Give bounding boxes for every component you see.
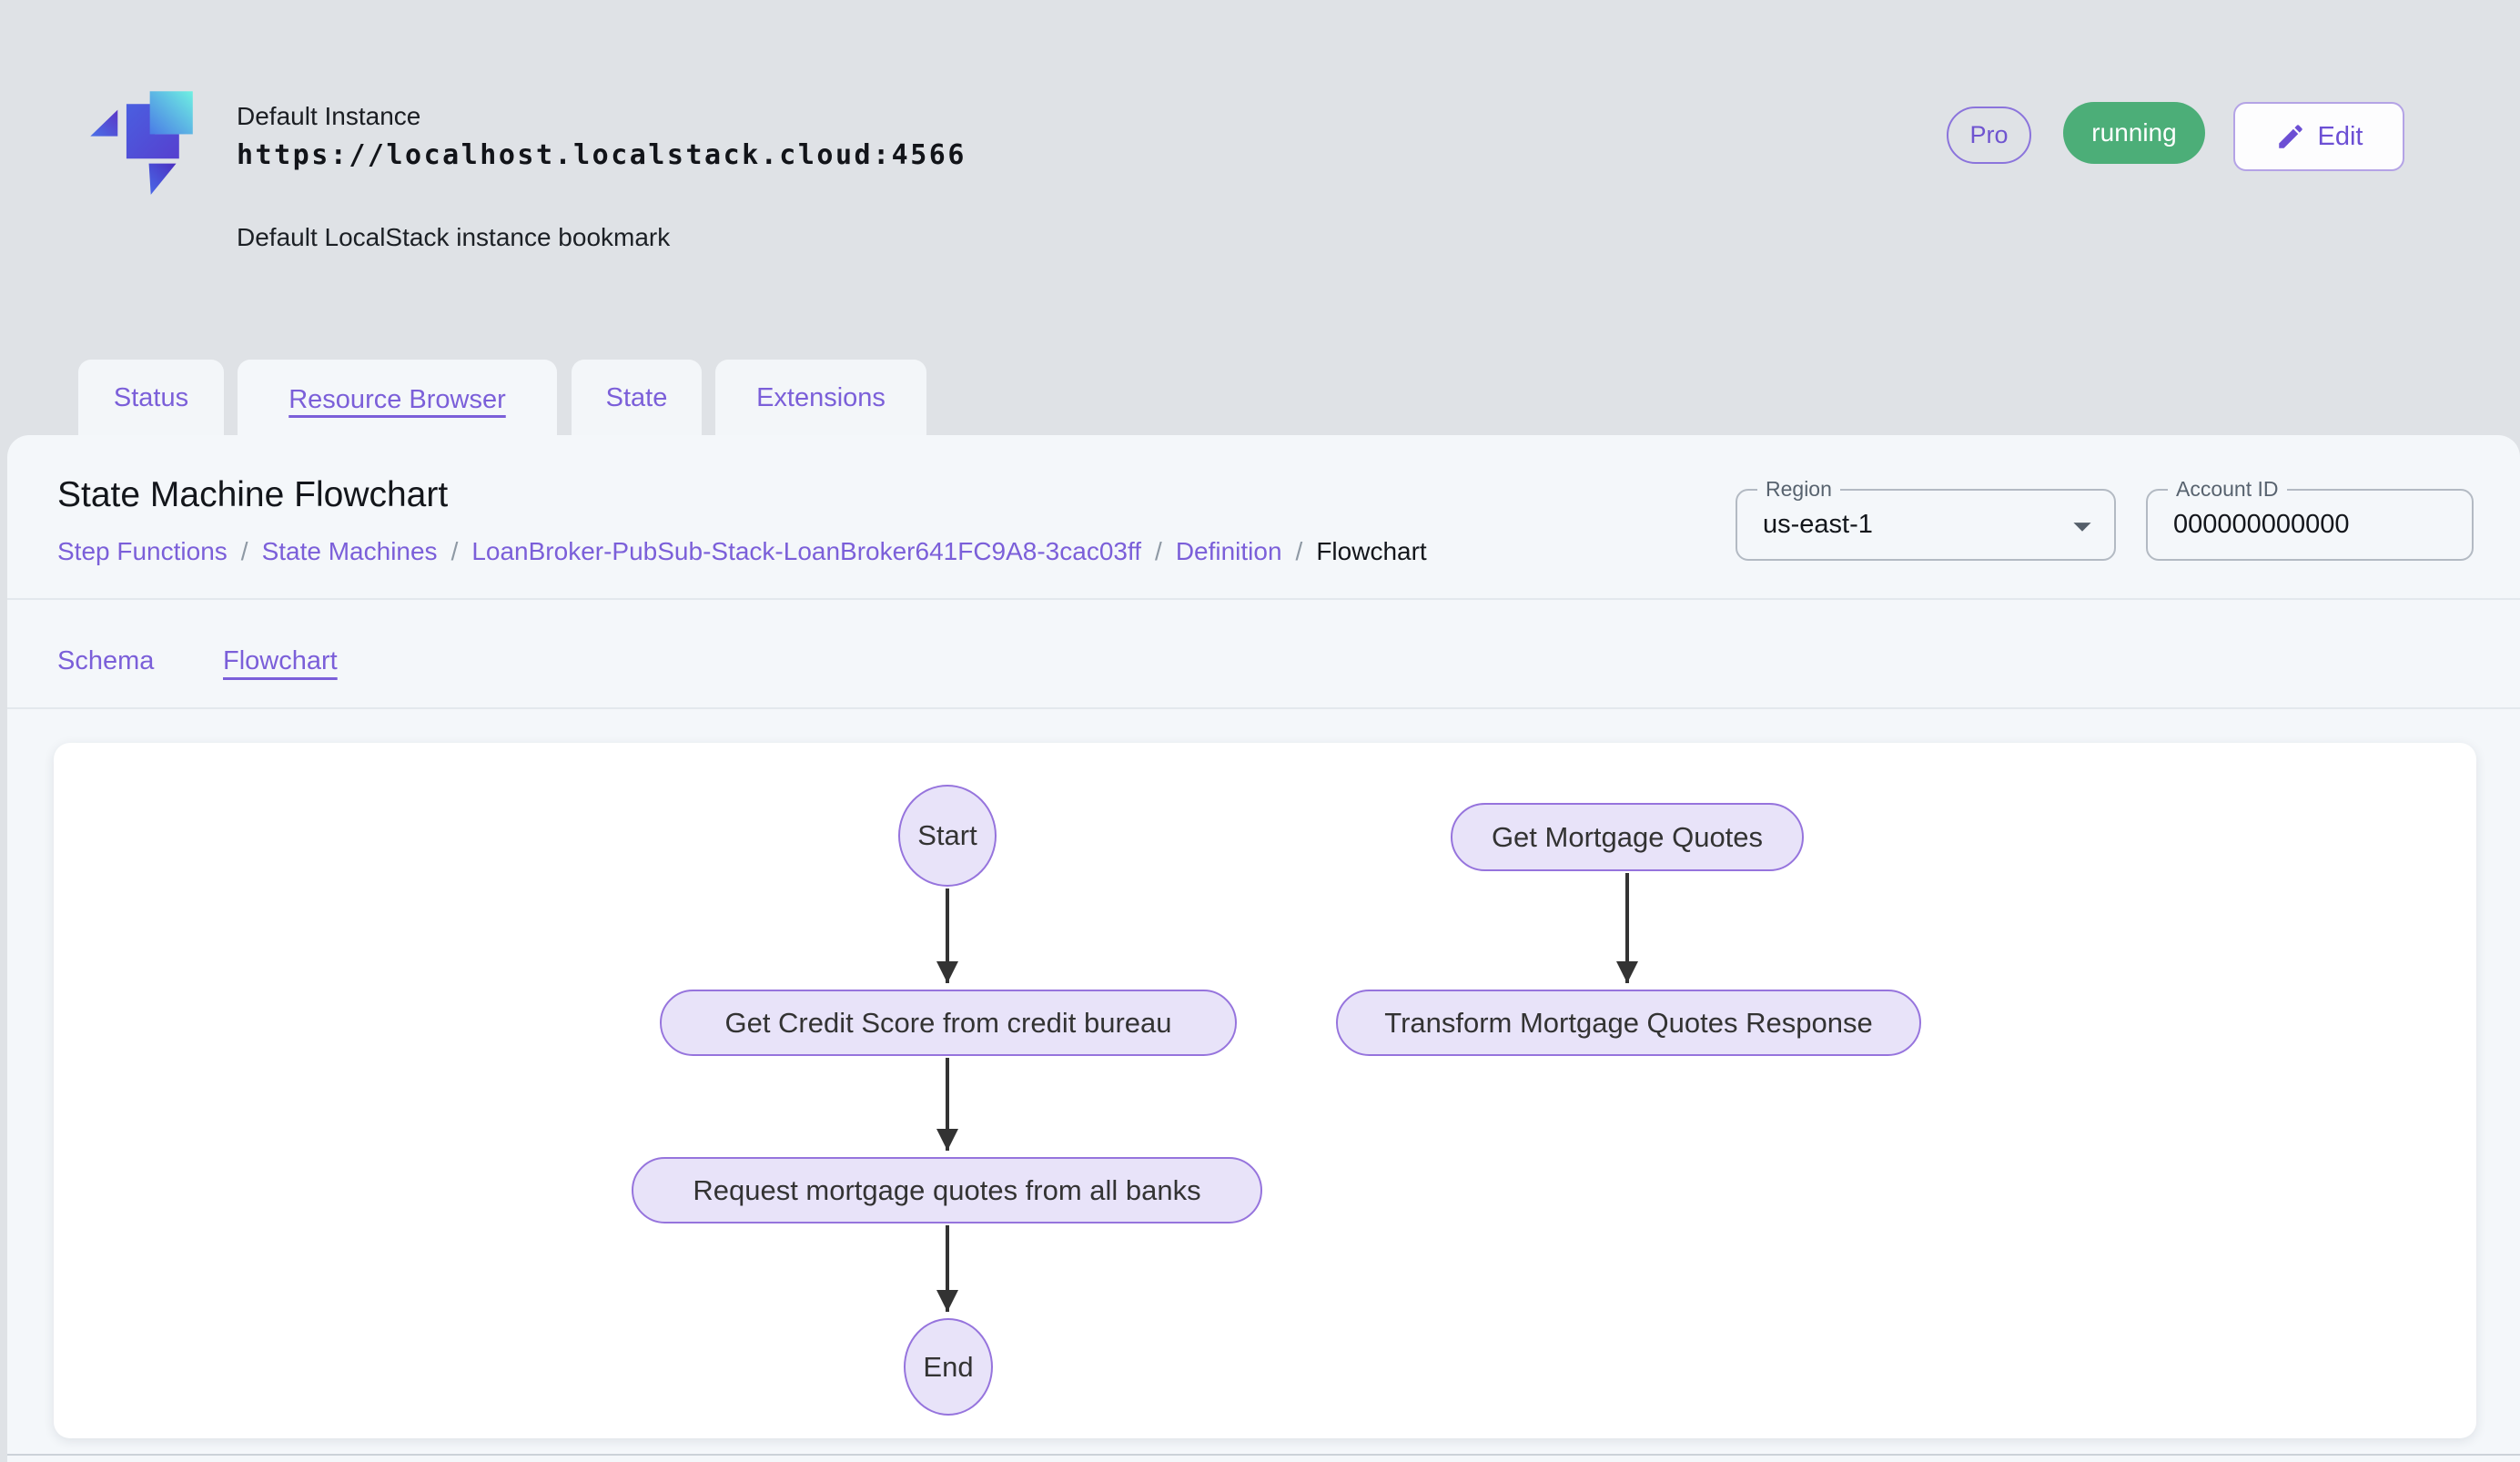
region-label: Region <box>1757 477 1840 502</box>
breadcrumb-state-machines[interactable]: State Machines <box>261 537 438 565</box>
subtab-schema[interactable]: Schema <box>57 646 155 675</box>
region-select[interactable]: Region us-east-1 <box>1736 477 2116 561</box>
header-divider <box>7 598 2520 600</box>
node-request-mortgage-quotes: Request mortgage quotes from all banks <box>632 1157 1262 1223</box>
resource-browser-panel: State Machine Flowchart Step Functions /… <box>7 435 2520 1462</box>
subtab-flowchart[interactable]: Flowchart <box>223 646 338 675</box>
breadcrumb-separator: / <box>1155 537 1162 565</box>
tab-resource-browser[interactable]: Resource Browser <box>238 360 557 440</box>
breadcrumb-separator: / <box>450 537 459 565</box>
breadcrumb-separator: / <box>1295 537 1303 565</box>
page-title: State Machine Flowchart <box>57 475 449 514</box>
breadcrumb-step-functions[interactable]: Step Functions <box>57 537 228 565</box>
localstack-logo <box>86 87 197 201</box>
instance-name: Default Instance <box>237 102 421 130</box>
breadcrumb-state-machine-name[interactable]: LoanBroker-PubSub-Stack-LoanBroker641FC9… <box>471 537 1142 565</box>
node-end: End <box>904 1318 993 1416</box>
edit-button-label: Edit <box>2317 121 2363 151</box>
node-start: Start <box>898 785 997 887</box>
flowchart-edges <box>936 873 1638 1312</box>
tab-extensions[interactable]: Extensions <box>715 360 926 436</box>
breadcrumb-separator: / <box>240 537 248 565</box>
tab-state[interactable]: State <box>572 360 702 436</box>
breadcrumb: Step Functions / State Machines / LoanBr… <box>57 537 1427 566</box>
chevron-down-icon <box>2073 523 2091 532</box>
account-id-input[interactable] <box>2173 491 2446 559</box>
pencil-icon <box>2278 125 2302 148</box>
node-get-mortgage-quotes: Get Mortgage Quotes <box>1451 803 1804 871</box>
instance-description: Default LocalStack instance bookmark <box>237 223 671 251</box>
breadcrumb-current: Flowchart <box>1316 537 1427 565</box>
node-transform-mortgage-quotes-response: Transform Mortgage Quotes Response <box>1336 990 1921 1056</box>
breadcrumb-definition[interactable]: Definition <box>1175 537 1282 565</box>
flowchart-canvas: Start Get Mortgage Quotes Get Credit Sco… <box>54 743 2476 1438</box>
region-value: us-east-1 <box>1763 510 1873 539</box>
edit-button[interactable]: Edit <box>2233 102 2404 171</box>
account-id-field: Account ID <box>2146 477 2474 561</box>
panel-bottom-divider <box>7 1454 2520 1456</box>
instance-url: https://localhost.localstack.cloud:4566 <box>237 139 967 171</box>
pro-badge: Pro <box>1947 107 2031 164</box>
status-badge: running <box>2063 102 2205 164</box>
node-get-credit-score: Get Credit Score from credit bureau <box>660 990 1237 1056</box>
subtab-divider <box>7 707 2520 709</box>
tab-status[interactable]: Status <box>78 360 224 436</box>
